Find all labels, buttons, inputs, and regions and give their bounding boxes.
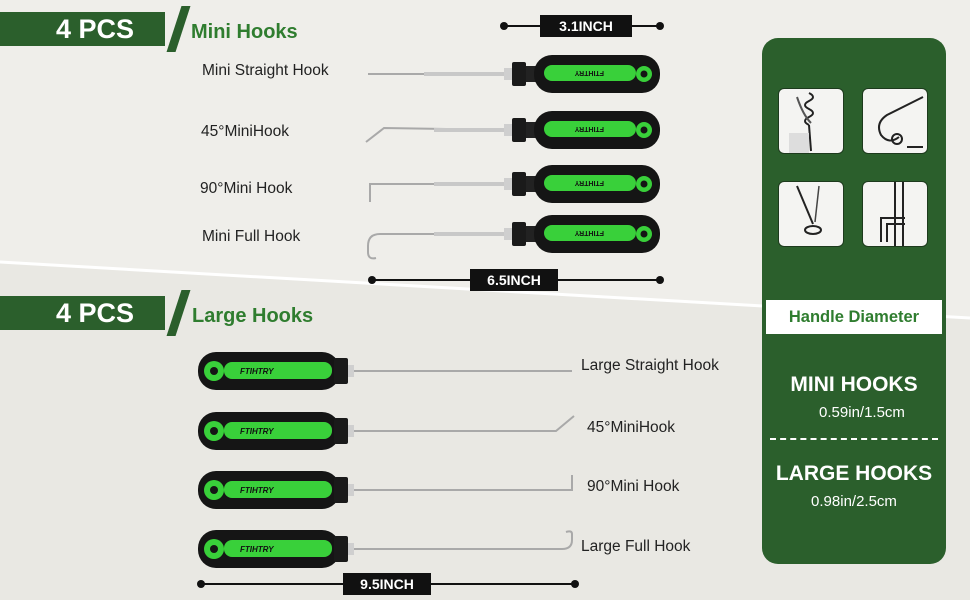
large-90-hook-tool: FTIHTRY <box>198 471 573 509</box>
large-45-hook-label: 45°MiniHook <box>587 419 676 436</box>
large-straight-hook-label: Large Straight Hook <box>581 357 719 374</box>
mini-section-title: Mini Hooks <box>191 21 298 43</box>
handle-diameter-label: Handle Diameter <box>766 300 942 334</box>
large-hooks-diameter: 0.98in/2.5cm <box>811 493 897 510</box>
mini-45-hook-label: 45°MiniHook <box>201 123 290 140</box>
mini-straight-hook-label: Mini Straight Hook <box>202 62 329 79</box>
mini-brand-text: FTIHTRY <box>574 229 604 236</box>
banner-slash <box>166 6 191 52</box>
large-length-dimension: 9.5INCH <box>197 573 579 595</box>
large-full-hook-label: Large Full Hook <box>581 538 691 555</box>
large-brand-text: FTIHTRY <box>240 486 274 495</box>
large-section-title: Large Hooks <box>192 305 314 327</box>
large-hooks-spec-title: LARGE HOOKS <box>775 462 933 485</box>
large-brand-text: FTIHTRY <box>240 427 274 436</box>
mini-45-hook-tool: FTIHTRY <box>365 111 660 149</box>
mini-straight-hook-tool: FTIHTRY <box>368 55 660 93</box>
banner-slash <box>166 290 191 336</box>
mini-90-hook-tool: FTIHTRY <box>369 165 660 203</box>
mini-handle-width-dimension: 3.1INCH <box>500 15 664 37</box>
large-length-label: 9.5INCH <box>343 573 431 595</box>
large-90-hook-label: 90°Mini Hook <box>587 478 680 495</box>
handle-diameter-panel: Handle Diameter MINI HOOKS 0.59in/1.5cm … <box>762 38 946 564</box>
wire-hook-icon <box>862 88 928 154</box>
mini-length-dimension: 6.5INCH <box>368 269 664 291</box>
mini-banner: 4 PCS Mini Hooks <box>0 6 340 52</box>
mini-full-hook-tool: FTIHTRY <box>367 215 660 260</box>
large-banner: 4 PCS Large Hooks <box>0 290 340 336</box>
large-brand-text: FTIHTRY <box>240 367 274 376</box>
mini-width-label: 3.1INCH <box>540 15 632 37</box>
mini-length-label: 6.5INCH <box>470 269 558 291</box>
mini-count-badge: 4 PCS <box>0 12 165 46</box>
large-straight-hook-tool: FTIHTRY <box>198 352 572 390</box>
large-45-hook-tool: FTIHTRY <box>198 412 575 450</box>
mini-hooks-diameter: 0.59in/1.5cm <box>819 404 905 421</box>
large-brand-text: FTIHTRY <box>240 545 274 554</box>
corner-hook-icon <box>862 181 928 247</box>
mini-brand-text: FTIHTRY <box>574 69 604 76</box>
mini-90-hook-label: 90°Mini Hook <box>200 180 293 197</box>
mini-brand-text: FTIHTRY <box>574 179 604 186</box>
mini-hooks-spec-title: MINI HOOKS <box>790 373 918 396</box>
large-count-badge: 4 PCS <box>0 296 165 330</box>
mini-full-hook-label: Mini Full Hook <box>202 228 301 245</box>
large-full-hook-tool: FTIHTRY <box>198 530 573 568</box>
panel-divider <box>770 438 938 440</box>
seal-pick-icon <box>778 181 844 247</box>
spring-hook-icon <box>778 88 844 154</box>
mini-brand-text: FTIHTRY <box>574 125 604 132</box>
